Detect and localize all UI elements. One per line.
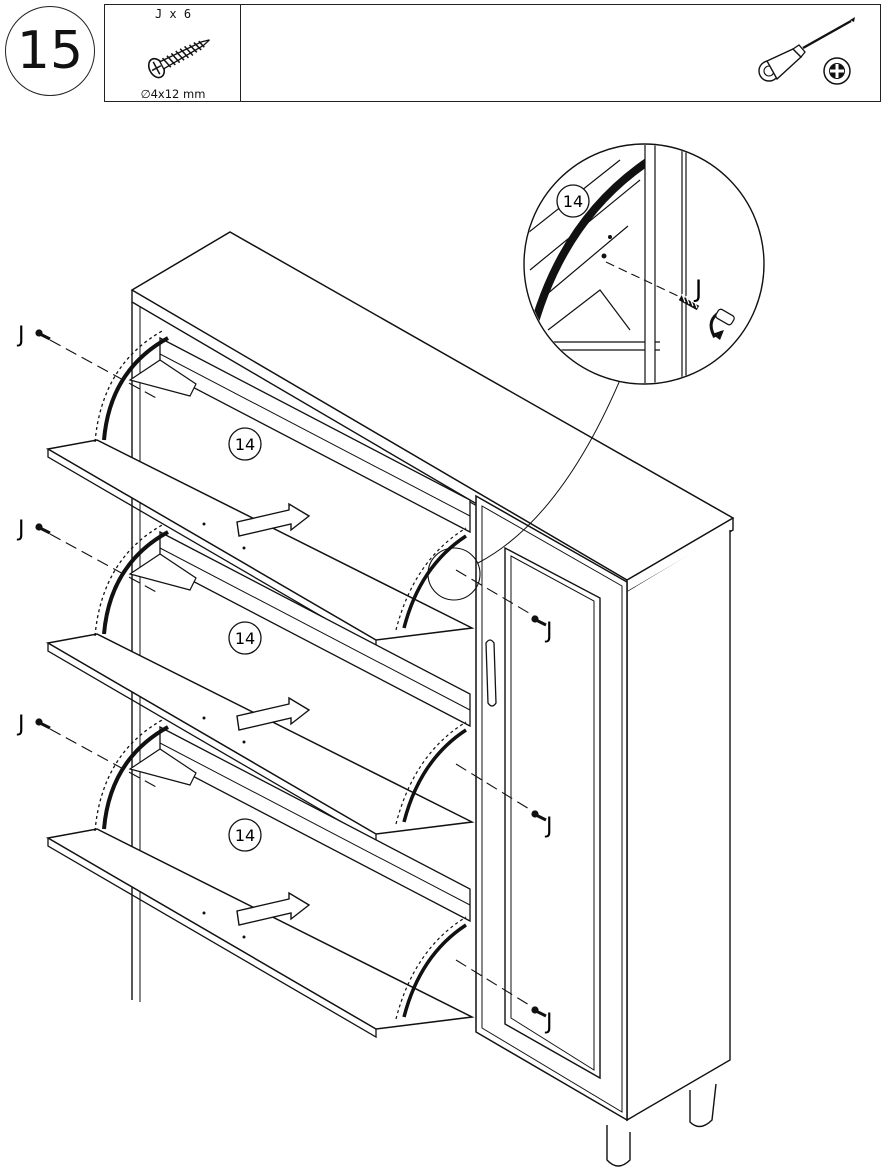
- detail-screw-label: J: [693, 275, 702, 303]
- panel-callout-3: 14: [228, 818, 262, 852]
- parts-header: J x 6 ∅4x12 mm: [104, 4, 881, 102]
- panel-label: 14: [235, 826, 255, 845]
- panel-callout-2: 14: [228, 621, 262, 655]
- left-screw-3: J: [16, 712, 161, 790]
- left-screw-1: J: [16, 323, 161, 401]
- step-number: 15: [5, 6, 95, 96]
- right-screw-3: J: [455, 959, 553, 1035]
- panel-callout-1: 14: [228, 427, 262, 461]
- screw-label: J: [544, 814, 553, 839]
- shoe-flap-2: [45, 523, 475, 844]
- detail-magnifier: 14 J: [523, 143, 765, 385]
- detail-panel-label: 14: [563, 192, 583, 211]
- screw-icon: [147, 39, 210, 79]
- part-j-cell: J x 6 ∅4x12 mm: [105, 5, 241, 101]
- panel-label: 14: [235, 435, 255, 454]
- detail-source-circle: [427, 547, 481, 601]
- screw-label: J: [16, 712, 25, 737]
- shoe-flap-1: [45, 329, 475, 650]
- panel-label: 14: [235, 629, 255, 648]
- screw-label: J: [544, 1010, 553, 1035]
- part-quantity: J x 6: [154, 7, 192, 21]
- shoe-flap-3: [45, 718, 475, 1039]
- left-screw-2: J: [16, 517, 161, 595]
- screw-label: J: [544, 619, 553, 644]
- phillips-screwdriver-icon: [758, 17, 855, 85]
- right-screw-2: J: [455, 763, 553, 839]
- screw-label: J: [16, 517, 25, 542]
- right-screw-1: J: [455, 569, 553, 644]
- screw-label: J: [16, 323, 25, 348]
- part-size: ∅4x12 mm: [140, 87, 206, 101]
